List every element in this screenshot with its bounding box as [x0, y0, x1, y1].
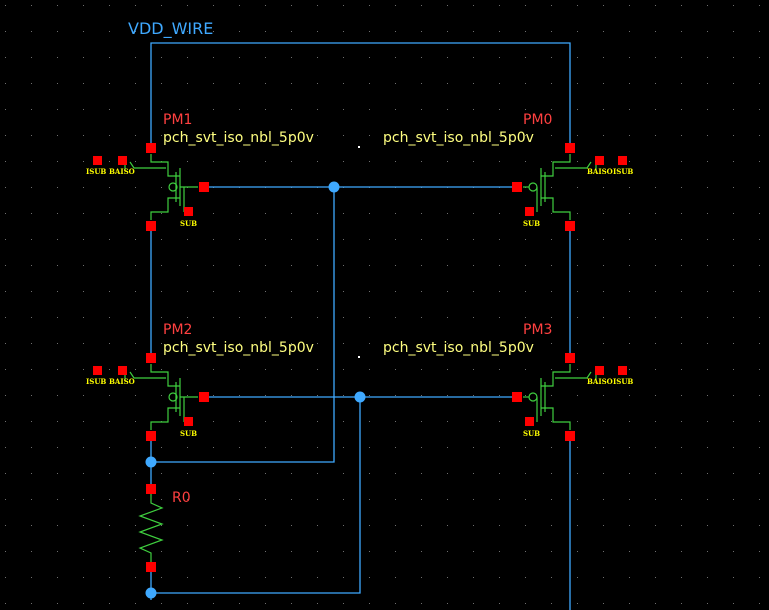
- instance-name-pm0: PM0: [523, 112, 552, 128]
- pin-label-baiso: BAISO: [109, 377, 135, 386]
- resistor-r0[interactable]: R0: [138, 484, 191, 572]
- instance-name-pm3: PM3: [523, 322, 552, 338]
- vdd-wire[interactable]: [150, 42, 571, 148]
- transistor-pm1[interactable]: ISUB BAISO SUB PM1 pch_svt_iso_nbl_5p0v: [86, 112, 314, 231]
- junctions: [145, 181, 366, 599]
- instance-name-pm2: PM2: [163, 322, 192, 338]
- pin-label-sub: SUB: [180, 219, 197, 228]
- junction-dot[interactable]: [145, 587, 157, 599]
- pin-label-baiso: BAISO: [587, 167, 613, 176]
- pin-label-isub: ISUB: [613, 377, 633, 386]
- pin-label-baiso: BAISO: [587, 377, 613, 386]
- junction-dot[interactable]: [145, 456, 157, 468]
- pin-label-sub: SUB: [523, 429, 540, 438]
- instance-name-pm1: PM1: [163, 112, 192, 128]
- pin-label-isub: ISUB: [86, 377, 106, 386]
- wires: [150, 42, 571, 610]
- cell-name-pm2: pch_svt_iso_nbl_5p0v: [163, 340, 314, 356]
- origin-marks: [358, 146, 360, 358]
- transistor-pm0[interactable]: BAISO ISUB SUB PM0 pch_svt_iso_nbl_5p0v: [383, 112, 633, 231]
- transistor-pm3[interactable]: BAISO ISUB SUB PM3 pch_svt_iso_nbl_5p0v: [383, 322, 633, 441]
- gate-upper-to-node[interactable]: [151, 187, 335, 463]
- cell-name-pm1: pch_svt_iso_nbl_5p0v: [163, 130, 314, 146]
- pin-label-sub: SUB: [180, 429, 197, 438]
- transistor-pm2[interactable]: ISUB BAISO SUB PM2 pch_svt_iso_nbl_5p0v: [86, 322, 314, 441]
- cell-name-pm3: pch_svt_iso_nbl_5p0v: [383, 340, 534, 356]
- pin-label-sub: SUB: [523, 219, 540, 228]
- background-grid: [5, 5, 760, 604]
- instance-name-r0: R0: [172, 490, 191, 506]
- junction-dot[interactable]: [328, 181, 340, 193]
- pin-label-baiso: BAISO: [109, 167, 135, 176]
- cell-name-pm0: pch_svt_iso_nbl_5p0v: [383, 130, 534, 146]
- pin-label-isub: ISUB: [86, 167, 106, 176]
- gate-lower-to-node[interactable]: [151, 397, 361, 594]
- junction-dot[interactable]: [354, 391, 366, 403]
- net-label-vdd[interactable]: VDD_WIRE: [128, 19, 213, 39]
- pin-label-isub: ISUB: [613, 167, 633, 176]
